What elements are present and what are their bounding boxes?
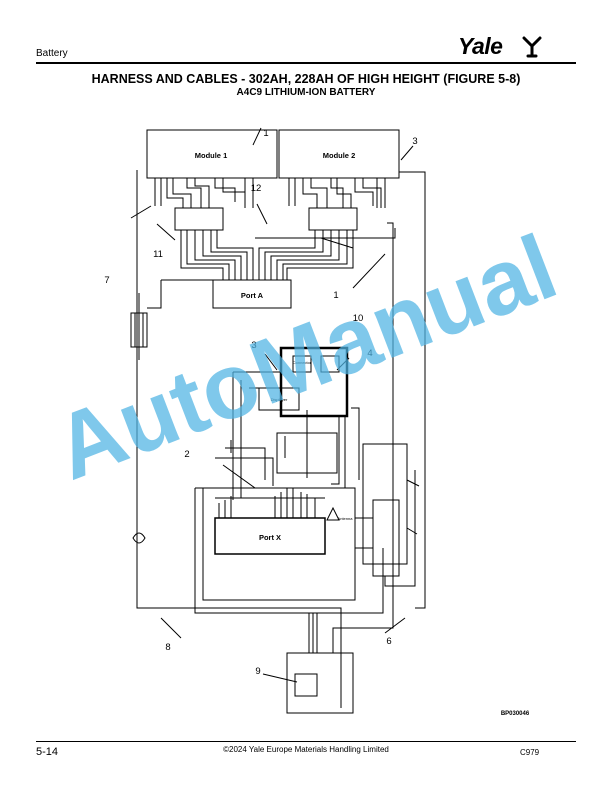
brand-logo: Yale [458,33,503,59]
callout-3: 3 [251,340,256,351]
callout-4: 4 [367,348,372,359]
copyright: ©2024 Yale Europe Materials Handling Lim… [223,745,389,754]
display-label: Displayer [271,397,288,402]
callout-1: 1 [333,290,338,301]
connector-label: Connector [293,360,312,365]
callout-10: 10 [353,313,364,324]
callout-12: 12 [251,183,262,194]
callout-5: 3 [412,136,417,147]
page-subtitle: A4C9 LITHIUM-ION BATTERY [236,87,376,98]
module1-box [146,129,278,179]
callout-2: 2 [184,449,189,460]
port-a-label: Port A [241,291,264,300]
callout-7-top: 1 [263,128,268,139]
callout-9: 9 [255,666,260,677]
port-x-box [214,517,326,555]
yale-hook-icon [522,36,542,58]
harness-diagram: Module 1 Module 2 Port A Port X Displaye… [104,127,530,717]
page-title: HARNESS AND CABLES - 302AH, 228AH OF HIG… [91,72,521,86]
footer-rule [36,741,576,742]
callout-8: 8 [165,642,170,653]
page-number: 5-14 [36,746,59,758]
antenna-label: Antenna [338,516,354,521]
module2-box [278,129,400,179]
callout-7-left: 7 [104,275,109,286]
callout-6: 6 [386,636,391,647]
section-label: Battery [36,48,68,59]
module1-label: Module 1 [195,151,228,160]
port-x-label: Port X [259,533,281,542]
document-code: C979 [520,748,540,757]
item9-box [294,673,318,697]
header-rule [36,62,576,64]
figure-code: BP030046 [501,711,530,717]
display-box [258,387,300,411]
callout-11: 11 [153,249,163,260]
port-a-box [212,279,292,309]
module2-label: Module 2 [323,151,356,160]
